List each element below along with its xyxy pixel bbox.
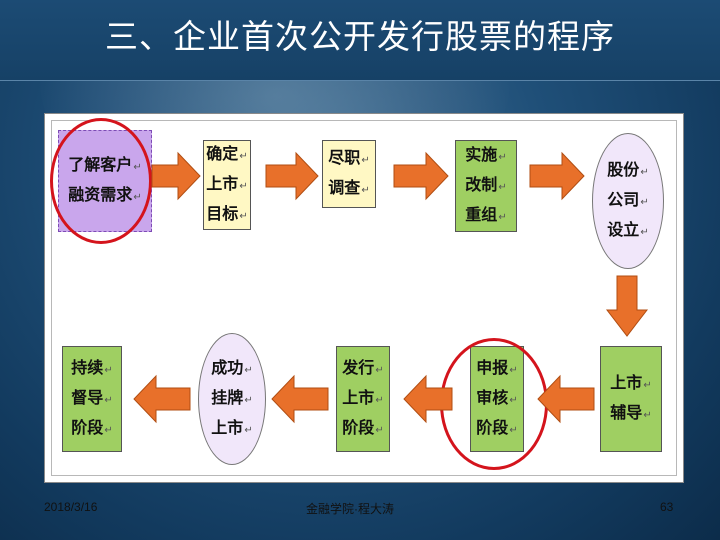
arrow-right-1 bbox=[151, 151, 201, 201]
step6-line2: 辅导 bbox=[610, 399, 651, 429]
step-establish-joint-stock-company: 股份 公司 设立 bbox=[592, 133, 664, 269]
step5-line1: 股份 bbox=[607, 156, 648, 186]
step8-line2: 上市 bbox=[342, 384, 383, 414]
step-issuance-listing: 发行 上市 阶段 bbox=[336, 346, 390, 452]
step-continuous-supervision: 持续 督导 阶段 bbox=[62, 346, 122, 452]
arrow-left-4 bbox=[133, 374, 191, 424]
step3-line1: 尽职 bbox=[328, 144, 369, 174]
arrow-right-4 bbox=[529, 151, 585, 201]
step10-line2: 督导 bbox=[71, 384, 112, 414]
step-determine-listing-goal: 确定 上市 目标 bbox=[203, 140, 251, 230]
highlight-ring-step1 bbox=[50, 118, 152, 244]
title-bar: 三、企业首次公开发行股票的程序 bbox=[0, 0, 720, 81]
step6-line1: 上市 bbox=[610, 369, 651, 399]
step4-line1: 实施 bbox=[465, 141, 506, 171]
step-listing-guidance: 上市 辅导 bbox=[600, 346, 662, 452]
step-due-diligence: 尽职 调查 bbox=[322, 140, 376, 208]
step8-line3: 阶段 bbox=[342, 414, 383, 444]
step2-line2: 上市 bbox=[206, 170, 247, 200]
step4-line3: 重组 bbox=[465, 201, 506, 231]
arrow-down bbox=[605, 275, 649, 337]
panel-inner-border bbox=[51, 120, 677, 476]
step5-line3: 设立 bbox=[607, 216, 648, 246]
arrow-left-2 bbox=[403, 374, 453, 424]
step9-line1: 成功 bbox=[211, 354, 252, 384]
footer-date: 2018/3/16 bbox=[44, 500, 98, 514]
footer-author: 金融学院·程大涛 bbox=[306, 502, 394, 516]
step10-line1: 持续 bbox=[71, 354, 112, 384]
arrow-left-3 bbox=[271, 374, 329, 424]
footer-page-number: 63 bbox=[660, 500, 674, 514]
step9-line2: 挂牌 bbox=[211, 384, 252, 414]
step3-line2: 调查 bbox=[328, 174, 369, 204]
step2-line3: 目标 bbox=[206, 200, 247, 230]
highlight-ring-step7 bbox=[440, 338, 548, 470]
arrow-right-2 bbox=[265, 151, 319, 201]
step2-line1: 确定 bbox=[206, 140, 247, 170]
arrow-left-1 bbox=[537, 374, 595, 424]
step-successful-listing: 成功 挂牌 上市 bbox=[198, 333, 266, 465]
step4-line2: 改制 bbox=[465, 171, 506, 201]
step5-line2: 公司 bbox=[607, 186, 648, 216]
slide-title: 三、企业首次公开发行股票的程序 bbox=[105, 17, 615, 56]
arrow-right-3 bbox=[393, 151, 449, 201]
step-restructuring: 实施 改制 重组 bbox=[455, 140, 517, 232]
step8-line1: 发行 bbox=[342, 354, 383, 384]
step10-line3: 阶段 bbox=[71, 414, 112, 444]
step9-line3: 上市 bbox=[211, 414, 252, 444]
